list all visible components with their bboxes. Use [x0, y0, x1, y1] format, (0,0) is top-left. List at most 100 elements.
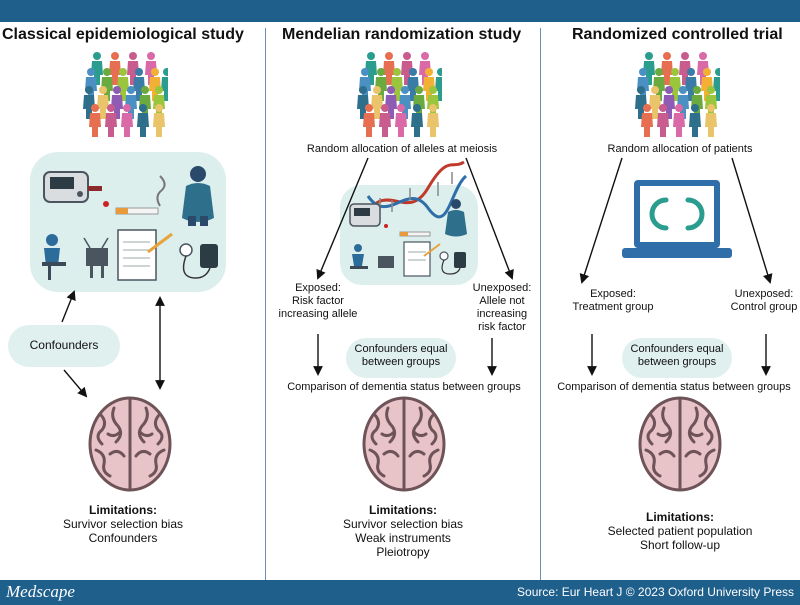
person-figure-body [105, 113, 117, 137]
brain-fold [687, 406, 699, 444]
brain-fold [656, 430, 672, 438]
dna-icon [366, 160, 468, 219]
unexposed-line: increasing [476, 308, 528, 320]
person-figure-head [155, 104, 163, 112]
person-figure-head [141, 86, 149, 94]
allocation-text-rct: Random allocation of patients [607, 143, 753, 155]
comparison-text-rct: Comparison of dementia status between gr… [557, 381, 791, 393]
limitation-item: Short follow-up [639, 538, 721, 552]
person-figure-head [85, 86, 93, 94]
limitation-item: Pleiotropy [376, 545, 430, 559]
person-figure-head [437, 68, 442, 76]
risk-factor-illustrations [42, 166, 218, 281]
notepad-icon [117, 229, 173, 281]
person-figure-head [691, 104, 699, 112]
person-figure-head [679, 86, 687, 94]
limitations-mendelian: Limitations: Survivor selection bias Wea… [283, 503, 523, 559]
person-figure-head [359, 86, 367, 94]
confounders-equal-label: Confounders equal between groups [622, 343, 732, 369]
brain-fold [148, 448, 166, 478]
person-figure-body [137, 113, 149, 137]
person-figure-head [681, 52, 689, 60]
person-figure-body [379, 113, 391, 137]
person-figure-head [377, 68, 385, 76]
brain-fold [658, 449, 676, 458]
person-figure-body [641, 113, 653, 137]
person-figure-head [639, 68, 647, 76]
exposed-label-mendelian: Exposed: Risk factor increasing allele [268, 282, 368, 321]
person-figure-head [113, 86, 121, 94]
person-figure-head [129, 52, 137, 60]
person-figure-body [121, 113, 133, 137]
unexposed-line: Control group [730, 301, 798, 313]
brain-fold [688, 430, 704, 438]
notepad-icon [403, 241, 441, 277]
person-figure-head [429, 104, 437, 112]
person-figure-head [675, 104, 683, 112]
person-figure-head [707, 104, 715, 112]
arrow-to-exposed [579, 157, 623, 284]
arrow-confounders-to-exposure [61, 290, 76, 323]
cigarette-icon [115, 175, 166, 215]
tv-viewer-icon [42, 234, 109, 280]
brand-logo: Medscape [6, 582, 75, 601]
arrow-to-unexposed [465, 157, 514, 280]
top-banner [0, 0, 800, 22]
person-figure-head [397, 104, 405, 112]
brain-fold [382, 449, 400, 458]
brain-fold [684, 449, 702, 458]
person-figure-head [421, 52, 429, 60]
person-figure-head [367, 52, 375, 60]
person-figure-head [409, 68, 417, 76]
brain-fold [385, 406, 397, 444]
person-figure-head [665, 86, 673, 94]
crowd-icon [357, 52, 442, 137]
person-figure-body [153, 113, 165, 137]
confounders-equal-label: Confounders equal between groups [346, 343, 456, 369]
arrow-to-unexposed [731, 157, 773, 284]
brain-fold [138, 430, 154, 438]
arrow-to-exposed [316, 157, 369, 280]
limitation-item: Selected patient population [607, 524, 753, 538]
person-figure-head [643, 104, 651, 112]
person-figure-head [123, 104, 131, 112]
brain-icon [638, 396, 722, 492]
column-title-rct: Randomized controlled trial [572, 26, 783, 43]
person-figure-body [427, 113, 439, 137]
brain-fold [106, 430, 122, 438]
person-figure-head [403, 52, 411, 60]
person-figure-head [645, 52, 653, 60]
person-figure-head [699, 52, 707, 60]
person-figure-head [671, 68, 679, 76]
brain-icon [362, 396, 446, 492]
person-icon [182, 166, 214, 226]
laptop-icon [622, 180, 732, 258]
brain-fold [368, 448, 386, 478]
person-figure-head [385, 52, 393, 60]
brain-fold [380, 430, 396, 438]
limitation-item: Survivor selection bias [62, 517, 184, 531]
confounders-equal-pill [622, 338, 732, 378]
comparison-text-mendelian: Comparison of dementia status between gr… [287, 381, 521, 393]
allocation-text-mendelian: Random allocation of alleles at meiosis [306, 143, 498, 155]
person-figure-head [93, 52, 101, 60]
person-figure-body [657, 113, 669, 137]
exposed-line: Treatment group [572, 301, 654, 313]
confounders-equal-line: between groups [637, 356, 717, 368]
unexposed-line: risk factor [478, 321, 526, 333]
person-figure-head [163, 68, 168, 76]
person-figure-head [91, 104, 99, 112]
person-figure-head [401, 86, 409, 94]
brain-fold [644, 448, 662, 478]
person-figure-head [107, 104, 115, 112]
blood-pressure-icon [439, 251, 466, 275]
person-icon [445, 199, 467, 237]
brain-fold [153, 412, 164, 446]
column-title-mendelian: Mendelian randomization study [282, 26, 522, 43]
person-figure-body [713, 77, 720, 101]
person-figure-head [139, 104, 147, 112]
brain-fold [370, 412, 381, 446]
brain-fold [422, 448, 440, 478]
brain-fold [94, 448, 112, 478]
person-figure-head [415, 86, 423, 94]
